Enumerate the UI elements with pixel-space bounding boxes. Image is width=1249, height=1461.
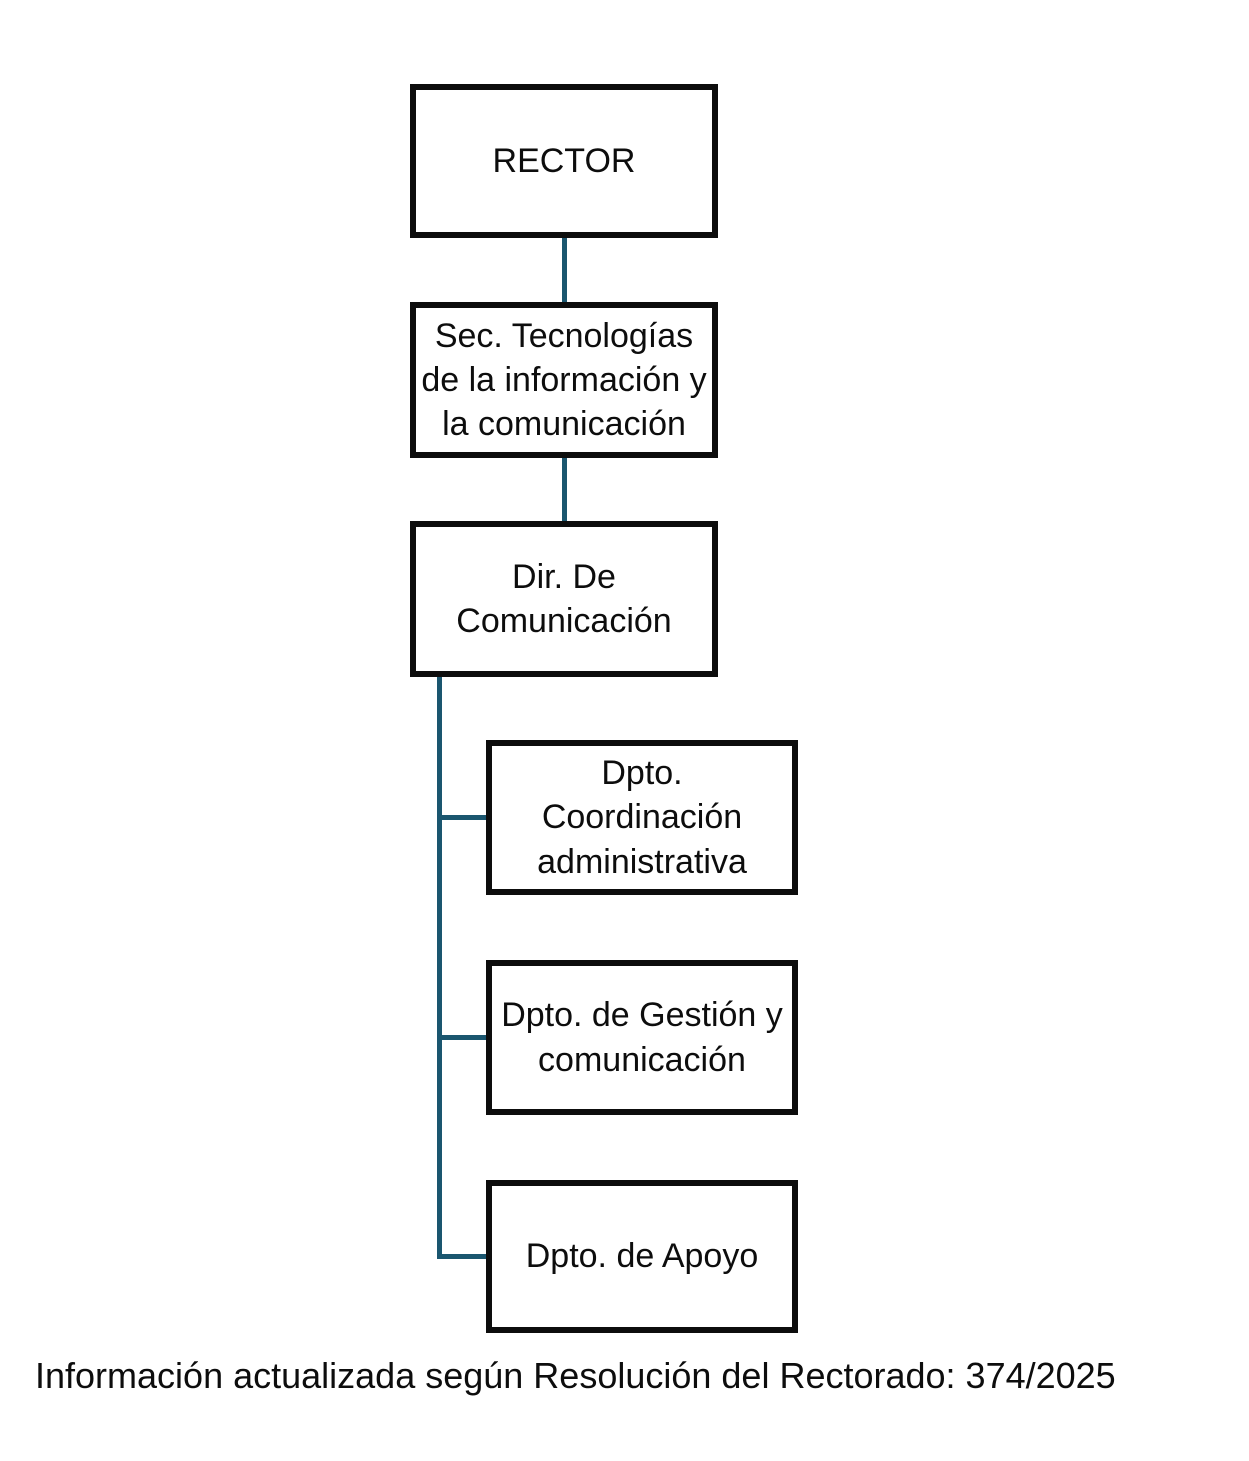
- update-resolution-note: Información actualizada según Resolución…: [35, 1355, 1116, 1396]
- org-node-dpto-gestion-comunicacion: Dpto. de Gestión y comunicación: [486, 960, 798, 1115]
- connector-sec-to-dir: [562, 456, 567, 523]
- connector-branch-apoyo: [437, 1254, 488, 1259]
- org-node-sec-tecnologias: Sec. Tecnologías de la información y la …: [410, 302, 718, 458]
- org-node-dir-comunicacion: Dir. De Comunicación: [410, 521, 718, 677]
- connector-branch-gestion: [437, 1035, 488, 1040]
- org-node-dpto-coordinacion-administrativa: Dpto. Coordinación administrativa: [486, 740, 798, 895]
- connector-branch-coordinacion: [437, 815, 488, 820]
- org-node-dpto-apoyo: Dpto. de Apoyo: [486, 1180, 798, 1333]
- connector-rector-to-sec: [562, 236, 567, 304]
- org-node-rector: RECTOR: [410, 84, 718, 238]
- connector-dir-trunk: [437, 675, 442, 1259]
